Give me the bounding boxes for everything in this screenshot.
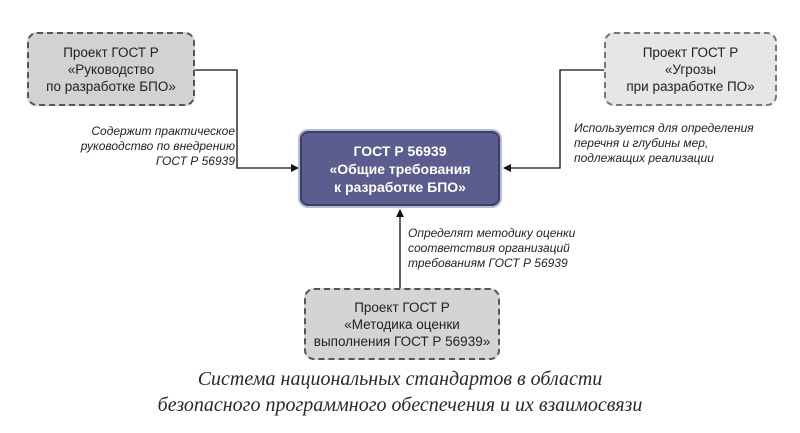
note-right-line-1: Используется для определения (574, 121, 754, 135)
caption-line-2: безопасного программного обеспечения и и… (157, 394, 643, 416)
note-right-line-2: перечня и глубины мер, (574, 136, 709, 150)
project-guide-line-1: Проект ГОСТ Р (63, 44, 159, 60)
note-left-line-2: руководство по внедрению (80, 139, 235, 153)
arrow-left-to-center (195, 69, 299, 172)
note-left-line-1: Содержит практическое (91, 124, 235, 138)
note-right: Используется для определения перечня и г… (574, 121, 774, 166)
gost-56939-line-3: к разработке БПО» (334, 178, 466, 195)
note-right-line-3: подлежащих реализации (574, 151, 714, 165)
project-guide-line-3: по разработке БПО» (46, 78, 176, 94)
note-bottom-line-3: требованиям ГОСТ Р 56939 (408, 256, 568, 270)
project-threats-line-1: Проект ГОСТ Р (642, 44, 739, 60)
project-methodology-line-1: Проект ГОСТ Р (354, 299, 450, 315)
project-threats-box: Проект ГОСТ Р «Угрозы при разработке ПО» (604, 32, 777, 106)
note-left-line-3: ГОСТ Р 56939 (155, 154, 235, 168)
project-methodology-line-3: выполнения ГОСТ Р 56939» (313, 333, 491, 349)
arrow-right-to-center (503, 69, 604, 172)
project-threats-line-2: «Угрозы (664, 61, 717, 77)
project-methodology-box: Проект ГОСТ Р «Методика оценки выполнени… (304, 288, 500, 360)
caption-line-1: Система национальных стандартов в област… (197, 368, 603, 390)
gost-56939-line-1: ГОСТ Р 56939 (353, 142, 447, 159)
note-bottom-line-1: Определят методику оценки (408, 226, 576, 240)
gost-56939-line-2: «Общие требования (329, 160, 471, 177)
project-methodology-line-2: «Методика оценки (344, 316, 460, 332)
note-left: Содержит практическое руководство по вне… (60, 124, 235, 169)
diagram-caption: Система национальных стандартов в област… (80, 366, 720, 418)
project-threats-line-3: при разработке ПО» (626, 78, 755, 94)
note-bottom-line-2: соответствия организаций (408, 241, 570, 255)
project-guide-box: Проект ГОСТ Р «Руководство по разработке… (27, 32, 195, 106)
gost-56939-box: ГОСТ Р 56939 «Общие требования к разрабо… (300, 131, 500, 206)
project-guide-line-2: «Руководство (67, 61, 155, 77)
note-bottom: Определят методику оценки соответствия о… (408, 226, 608, 271)
